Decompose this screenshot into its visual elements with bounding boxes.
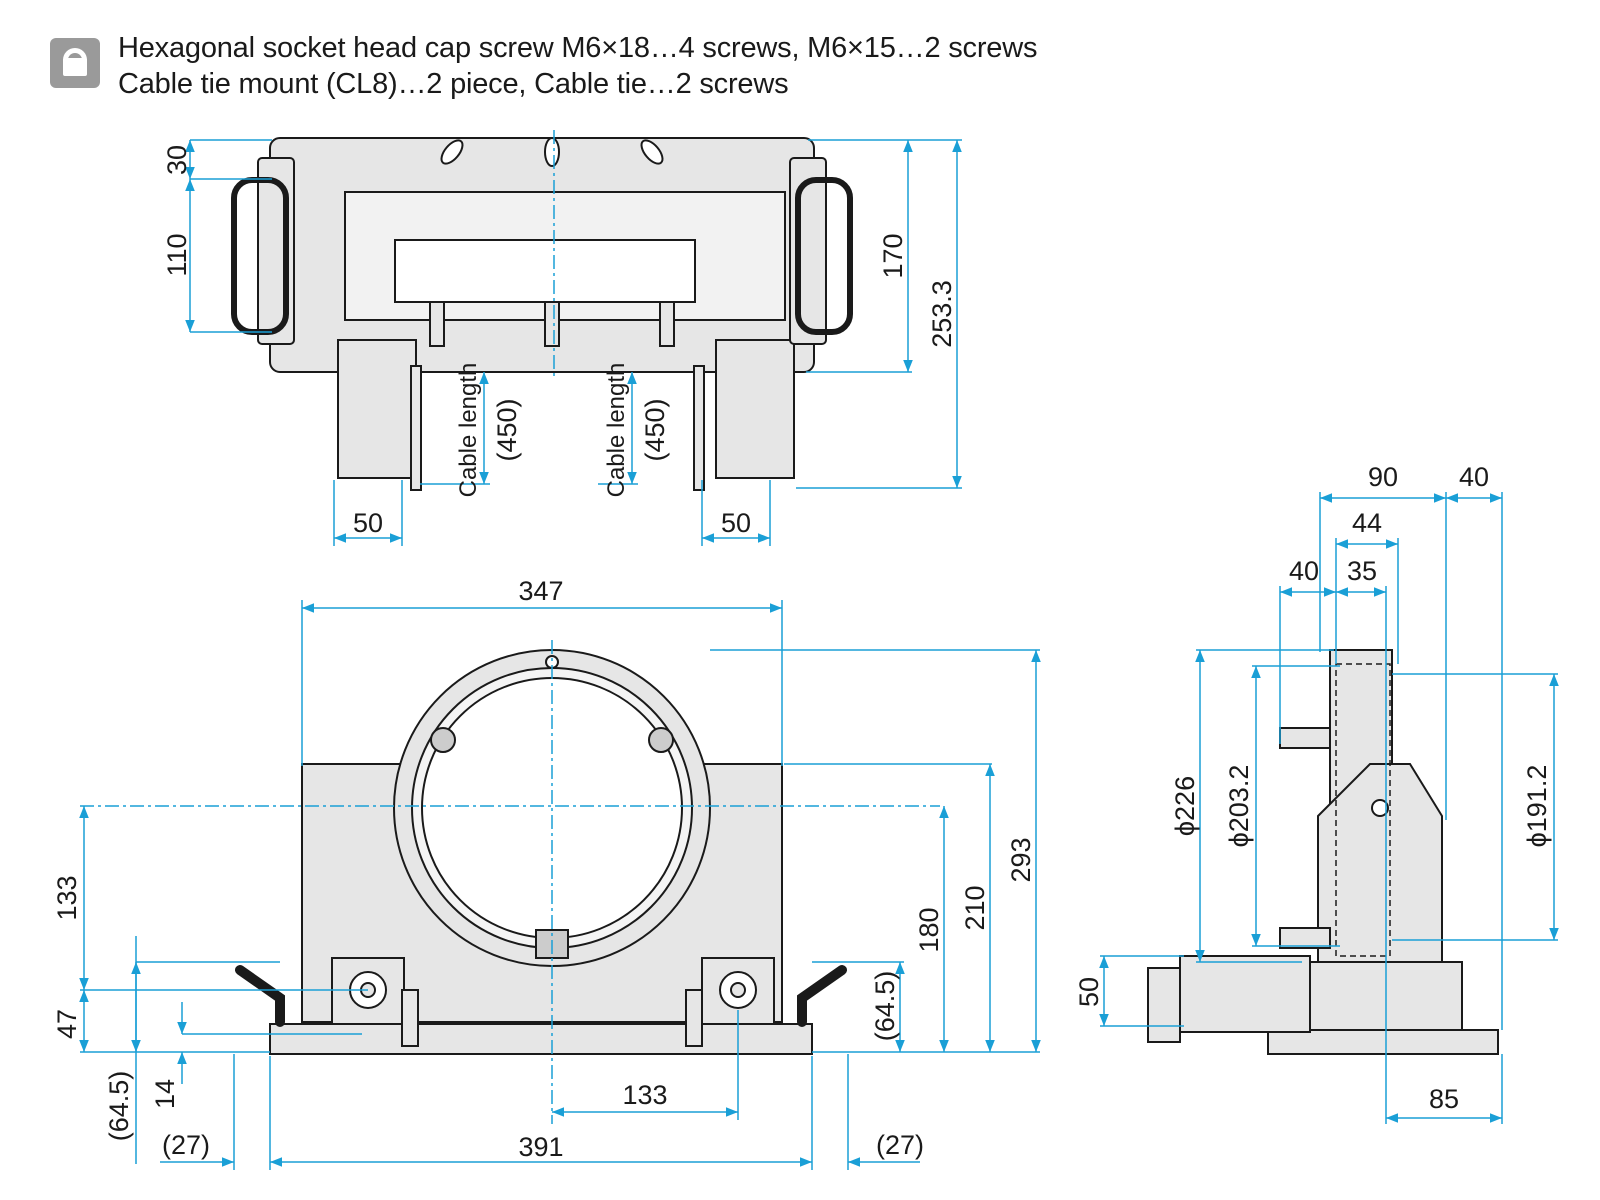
side-view-dimension-text: 90 40 44 40 35 ϕ226 ϕ203.2 ϕ191.2 50 85 — [1074, 462, 1552, 1114]
dim-phi226: ϕ226 — [1170, 776, 1200, 836]
accessory-line-1: Hexagonal socket head cap screw M6×18…4 … — [118, 32, 1038, 64]
dim-347: 347 — [518, 576, 563, 606]
front-view-dimension-text: 347 133 47 (64.5) 14 (27) 391 133 (27) (… — [52, 576, 1036, 1162]
dim-64-5-right: (64.5) — [870, 971, 900, 1042]
accessory-list: Hexagonal socket head cap screw M6×18…4 … — [118, 30, 1037, 102]
front-view-centerlines — [80, 640, 940, 1124]
front-view-dimension-lines — [79, 600, 1041, 1170]
dim-40-top: 40 — [1459, 462, 1489, 492]
dim-50-side: 50 — [1074, 977, 1104, 1007]
dim-35: 35 — [1347, 556, 1377, 586]
accessory-line-2: Cable tie mount (CL8)…2 piece, Cable tie… — [118, 68, 789, 100]
top-view-dimension-text: 30 110 170 253.3 50 50 Cable length (450… — [162, 145, 957, 538]
dim-253-3: 253.3 — [927, 280, 957, 348]
dim-27-left: (27) — [162, 1130, 210, 1160]
front-view-body — [235, 649, 847, 1055]
dim-47: 47 — [52, 1009, 82, 1039]
dim-170: 170 — [878, 233, 908, 278]
dim-180: 180 — [914, 907, 944, 952]
dim-44: 44 — [1352, 508, 1382, 538]
top-view-dimension-lines — [185, 139, 962, 546]
side-view-dimension-lines — [1099, 492, 1559, 1124]
cable-length-value-1: (450) — [492, 398, 522, 461]
dim-40-mid: 40 — [1289, 556, 1319, 586]
dim-210: 210 — [960, 885, 990, 930]
dim-133-bottom: 133 — [622, 1080, 667, 1110]
dim-phi191-2: ϕ191.2 — [1522, 765, 1552, 848]
dim-14: 14 — [150, 1079, 180, 1109]
top-view: 30 110 170 253.3 50 50 Cable length (450… — [162, 130, 962, 546]
side-view-hidden-outline — [1335, 663, 1391, 957]
accessory-bag-icon — [50, 38, 100, 88]
dim-90: 90 — [1368, 462, 1398, 492]
top-view-body — [231, 137, 853, 491]
dim-110: 110 — [162, 233, 192, 276]
dim-27-right: (27) — [876, 1130, 924, 1160]
dim-30: 30 — [162, 145, 192, 175]
dim-133-left: 133 — [52, 875, 82, 920]
dim-phi203-2: ϕ203.2 — [1224, 765, 1254, 848]
dim-50-right: 50 — [721, 508, 751, 538]
dim-391: 391 — [518, 1132, 563, 1162]
dim-85: 85 — [1429, 1084, 1459, 1114]
side-view-body — [1147, 649, 1499, 1055]
dim-50-left: 50 — [353, 508, 383, 538]
dim-64-5-left: (64.5) — [104, 1071, 134, 1142]
cable-length-value-2: (450) — [640, 398, 670, 461]
cable-length-label-1: Cable length — [455, 363, 482, 498]
dim-293: 293 — [1006, 837, 1036, 882]
side-view: 90 40 44 40 35 ϕ226 ϕ203.2 ϕ191.2 50 85 — [1074, 462, 1559, 1124]
cable-length-label-2: Cable length — [603, 363, 630, 498]
front-view: 347 133 47 (64.5) 14 (27) 391 133 (27) (… — [52, 576, 1041, 1170]
